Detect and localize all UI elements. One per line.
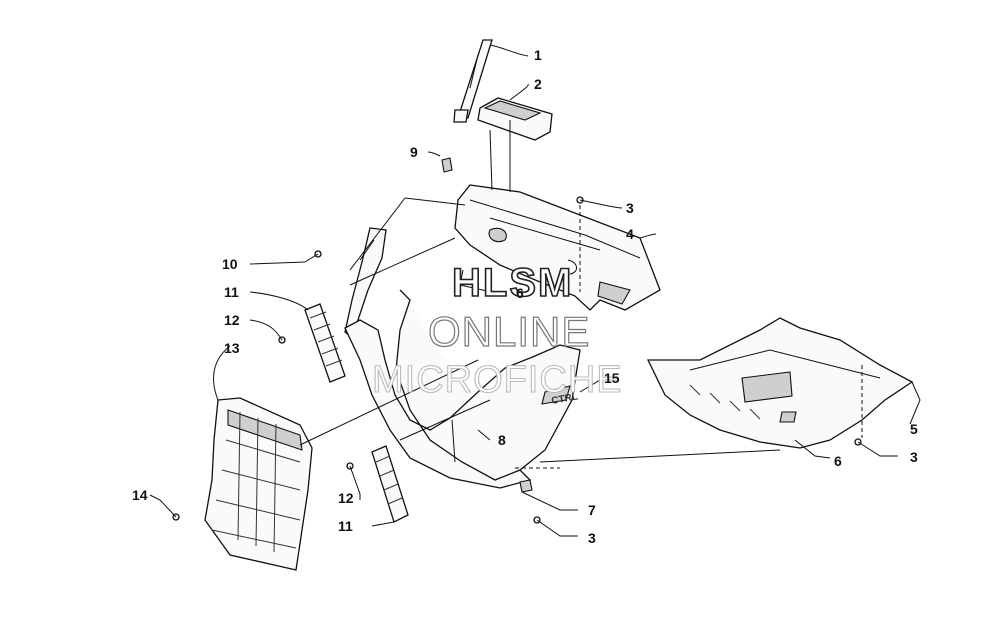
- callout-10: 10: [222, 256, 238, 272]
- callouts: 1 2 3 4 5 6 6 3 7 3 8 9 10 11 12 13 14 1…: [132, 47, 918, 546]
- callout-6: 6: [834, 453, 842, 469]
- callout-8: 8: [498, 432, 506, 448]
- watermark-line1: HLSM: [452, 261, 573, 305]
- part-7: [519, 479, 533, 493]
- callout-1: 1: [534, 47, 542, 63]
- callout-15: 15: [604, 370, 620, 386]
- callout-2: 2: [534, 76, 542, 92]
- callout-12: 12: [338, 490, 354, 506]
- callout-6: 6: [516, 285, 524, 301]
- left-bracket: [344, 227, 387, 337]
- part-11-vent-lower: [371, 445, 409, 523]
- watermark: HLSM ONLINE MICROFICHE: [371, 260, 623, 401]
- callout-7: 7: [588, 502, 596, 518]
- callout-3: 3: [910, 449, 918, 465]
- watermark-line2: ONLINE: [428, 308, 590, 355]
- part-2-pad: [477, 97, 553, 141]
- part-1-strap: [453, 39, 493, 123]
- callout-12: 12: [224, 312, 240, 328]
- callout-11: 11: [338, 518, 353, 534]
- part-4-console-upper: [454, 184, 661, 311]
- callout-14: 14: [132, 487, 148, 503]
- callout-4: 4: [626, 226, 634, 242]
- decal-text: CTRL: [551, 391, 579, 406]
- callout-13: 13: [224, 340, 240, 356]
- callout-3: 3: [626, 200, 634, 216]
- callout-9: 9: [410, 144, 418, 160]
- watermark-line3: MICROFICHE: [372, 359, 623, 401]
- leader-lines: [149, 44, 921, 537]
- part-13-grille: [204, 397, 313, 571]
- part-5-floor-panel: [646, 317, 914, 449]
- callout-3: 3: [588, 530, 596, 546]
- callout-11: 11: [224, 284, 239, 300]
- callout-5: 5: [910, 421, 918, 437]
- part-9-clip: [441, 157, 453, 173]
- part-11-vent-upper: [304, 303, 346, 383]
